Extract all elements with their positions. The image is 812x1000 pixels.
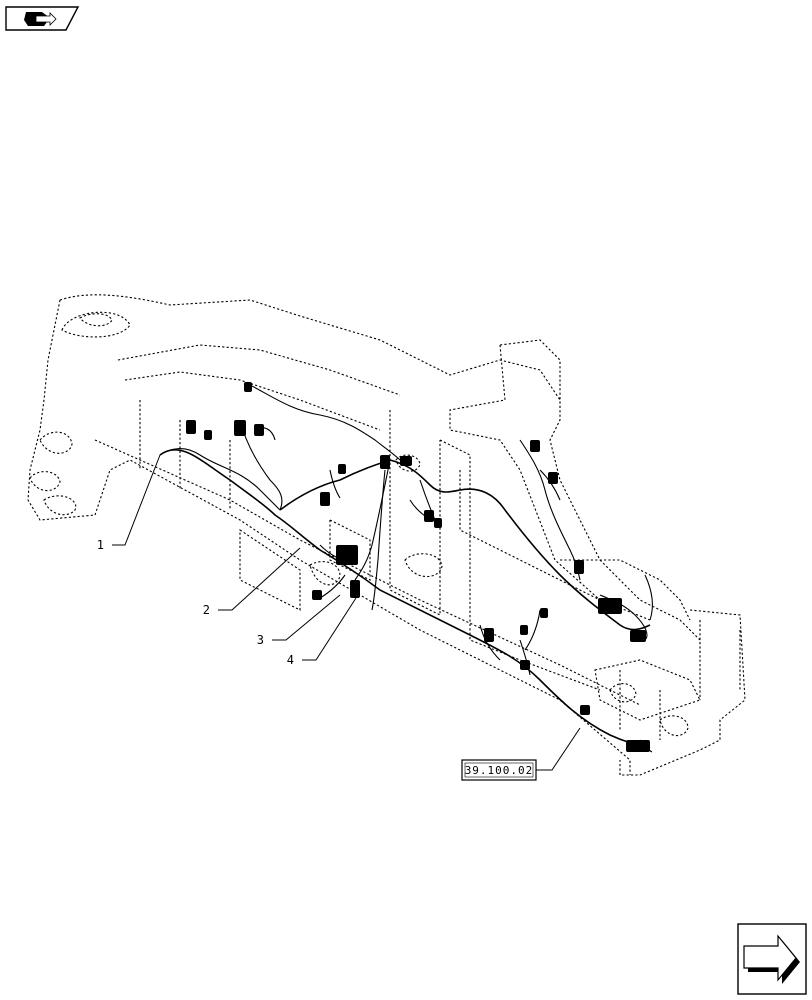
reference-link[interactable]: 39.100.02 bbox=[461, 759, 537, 781]
machine-frame bbox=[27, 294, 746, 776]
reference-label: 39.100.02 bbox=[465, 764, 534, 777]
callout-leaders bbox=[112, 454, 581, 771]
folder-arrow-icon[interactable] bbox=[5, 6, 80, 31]
callout-4: 4 bbox=[287, 653, 294, 667]
callout-1: 1 bbox=[97, 538, 104, 552]
callout-3: 3 bbox=[257, 633, 264, 647]
next-page-arrow-icon[interactable] bbox=[737, 923, 807, 995]
callout-2: 2 bbox=[203, 603, 210, 617]
harness-connectors bbox=[186, 382, 650, 752]
